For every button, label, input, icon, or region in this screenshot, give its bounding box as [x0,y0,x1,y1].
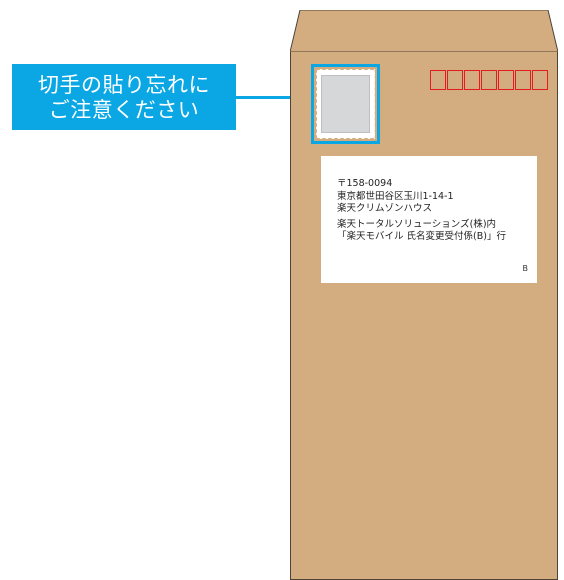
address-postal-code: 〒158-0094 [337,178,393,189]
address-line-4: 「楽天モバイル 氏名変更受付係(B)」行 [337,231,506,242]
address-line-3: 楽天トータルソリューションズ(株)内 [337,219,497,230]
postal-code-box [498,70,514,90]
stamp-reminder-line-1: 切手の貼り忘れに [38,72,210,97]
postal-code-box [481,70,497,90]
address-line-1: 東京都世田谷区玉川1-14-1 [337,191,454,202]
postal-code-box [532,70,548,90]
stamp-reminder-line-2: ご注意ください [48,97,200,122]
envelope-body [290,52,558,580]
callout-connector-line [236,96,312,99]
postal-code-box [515,70,531,90]
stamp-highlight-frame [311,64,380,144]
address-label-code: B [522,264,529,273]
postal-code-box [464,70,480,90]
postal-code-box [447,70,463,90]
address-line-2: 楽天クリムゾンハウス [337,203,433,214]
postal-code-box [430,70,446,90]
postal-code-boxes [430,70,548,90]
stamp-reminder-callout: 切手の貼り忘れに ご注意ください [12,64,236,130]
envelope-flap-shape [290,10,558,52]
address-label: 〒158-0094 東京都世田谷区玉川1-14-1 楽天クリムゾンハウス 楽天ト… [321,156,537,283]
stamp-icon [321,75,370,133]
envelope-flap [290,10,558,52]
